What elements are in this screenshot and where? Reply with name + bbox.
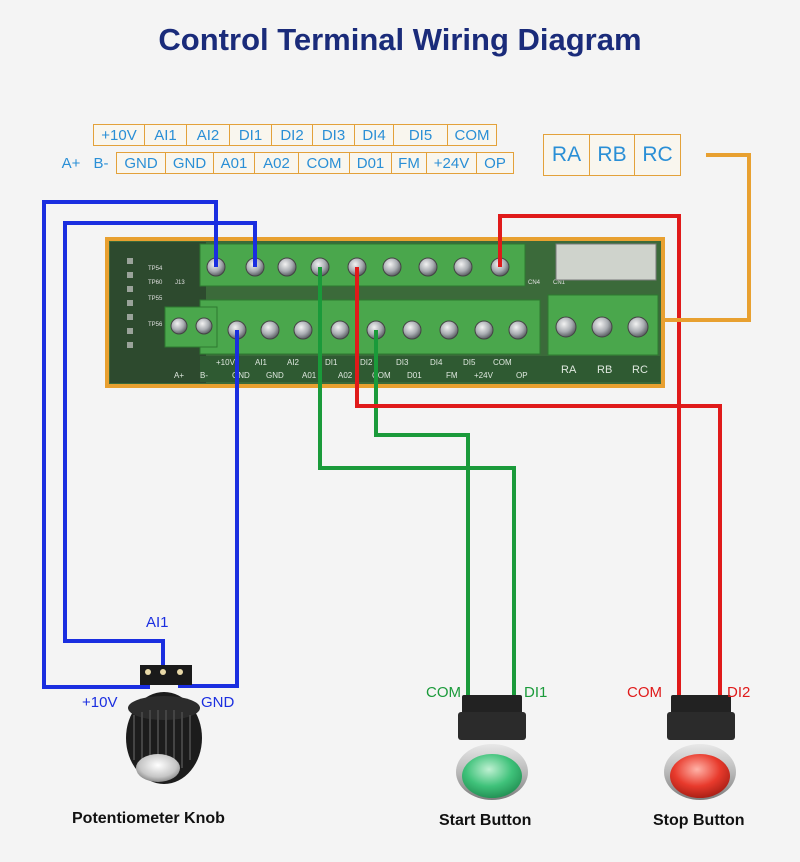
pot-label-gnd: GND bbox=[201, 694, 235, 711]
start-label-di1: DI1 bbox=[524, 684, 548, 701]
label-ai2: AI2 bbox=[186, 124, 230, 146]
silk-bottom-7: +24V bbox=[474, 371, 494, 380]
silk-relay-1: RB bbox=[597, 364, 612, 376]
wire-relay bbox=[663, 153, 751, 322]
silk-bottom-2: A01 bbox=[302, 371, 317, 380]
silk-top-6: DI4 bbox=[430, 358, 443, 367]
label-di1: DI1 bbox=[228, 124, 273, 146]
label-rc: RC bbox=[634, 134, 681, 176]
bottom-terminal-labels: A+ B- GND GND A01 A02 COM D01 FM +24V OP bbox=[56, 152, 514, 174]
caption-potentiometer: Potentiometer Knob bbox=[72, 810, 225, 827]
label-b-minus: B- bbox=[93, 154, 109, 172]
pcb-pins bbox=[127, 258, 133, 348]
label-fm: FM bbox=[391, 152, 427, 174]
silk-bottom-0: GND bbox=[232, 371, 250, 380]
wire-com-start bbox=[374, 330, 470, 700]
chip-label-tp56: TP56 bbox=[148, 322, 163, 328]
chip-label-j13: J13 bbox=[175, 280, 185, 286]
page-title: Control Terminal Wiring Diagram bbox=[158, 22, 642, 57]
silk-top-5: DI3 bbox=[396, 358, 409, 367]
caption-start-button: Start Button bbox=[439, 812, 532, 829]
label-a02: A02 bbox=[253, 152, 300, 174]
pot-label-ai1: AI1 bbox=[146, 614, 169, 631]
relay-chip bbox=[555, 243, 657, 281]
label-com-bottom: COM bbox=[298, 152, 350, 174]
chip-label-tp60: TP60 bbox=[148, 280, 163, 286]
label-ai1: AI1 bbox=[143, 124, 188, 146]
silk-top-2: AI2 bbox=[287, 358, 300, 367]
label-com-top: COM bbox=[447, 124, 497, 146]
pot-label-10v: +10V bbox=[82, 694, 118, 711]
label-di4: DI4 bbox=[354, 124, 394, 146]
silk-top-7: DI5 bbox=[463, 358, 476, 367]
chip-label-cn4: CN4 bbox=[528, 280, 541, 286]
label-rb: RB bbox=[588, 134, 636, 176]
wire-com-stop bbox=[498, 214, 681, 700]
silk-relay-2: RC bbox=[632, 364, 648, 376]
screws-relay bbox=[555, 316, 649, 338]
label-op: OP bbox=[476, 152, 514, 174]
potentiometer-knob bbox=[126, 665, 202, 784]
label-a-plus: A+ bbox=[61, 154, 81, 172]
chip-label-tp55: TP55 bbox=[148, 296, 163, 302]
silk-top-0: +10V bbox=[216, 358, 236, 367]
silk-bottom-5: D01 bbox=[407, 371, 422, 380]
label-d01: D01 bbox=[348, 152, 393, 174]
silk-bottom-4: COM bbox=[372, 371, 391, 380]
screws-bottom-row bbox=[170, 317, 528, 340]
silk-bottom-3: A02 bbox=[338, 371, 353, 380]
stop-label-com: COM bbox=[627, 684, 662, 701]
silk-bottom-6: FM bbox=[446, 371, 458, 380]
label-di2: DI2 bbox=[271, 124, 313, 146]
label-ra: RA bbox=[543, 134, 590, 176]
silk-bottom-8: OP bbox=[516, 371, 528, 380]
label-24v: +24V bbox=[425, 152, 478, 174]
silk-prefix-1: B- bbox=[200, 371, 208, 380]
silk-prefix-0: A+ bbox=[174, 371, 184, 380]
caption-stop-button: Stop Button bbox=[653, 812, 745, 829]
label-di3: DI3 bbox=[311, 124, 356, 146]
start-label-com: COM bbox=[426, 684, 461, 701]
wire-ai1 bbox=[63, 221, 257, 677]
silk-top-1: AI1 bbox=[255, 358, 268, 367]
start-button-device bbox=[456, 695, 528, 800]
silk-top-3: DI1 bbox=[325, 358, 338, 367]
silk-top-8: COM bbox=[493, 358, 512, 367]
silk-bottom-1: GND bbox=[266, 371, 284, 380]
stop-label-di2: DI2 bbox=[727, 684, 751, 701]
label-a01: A01 bbox=[213, 152, 255, 174]
label-gnd-2: GND bbox=[164, 152, 215, 174]
wire-di2 bbox=[355, 267, 722, 700]
silk-top-4: DI2 bbox=[360, 358, 373, 367]
relay-labels: RA RB RC bbox=[543, 134, 681, 176]
top-terminal-labels: +10V AI1 AI2 DI1 DI2 DI3 DI4 DI5 COM bbox=[93, 124, 497, 146]
stop-button-device bbox=[664, 695, 736, 800]
wire-di1 bbox=[318, 267, 516, 700]
silk-relay-0: RA bbox=[561, 364, 577, 376]
chip-label-cn1: CN1 bbox=[553, 280, 566, 286]
chip-label-tp54: TP54 bbox=[148, 266, 163, 272]
silkscreen-strip bbox=[200, 356, 660, 382]
